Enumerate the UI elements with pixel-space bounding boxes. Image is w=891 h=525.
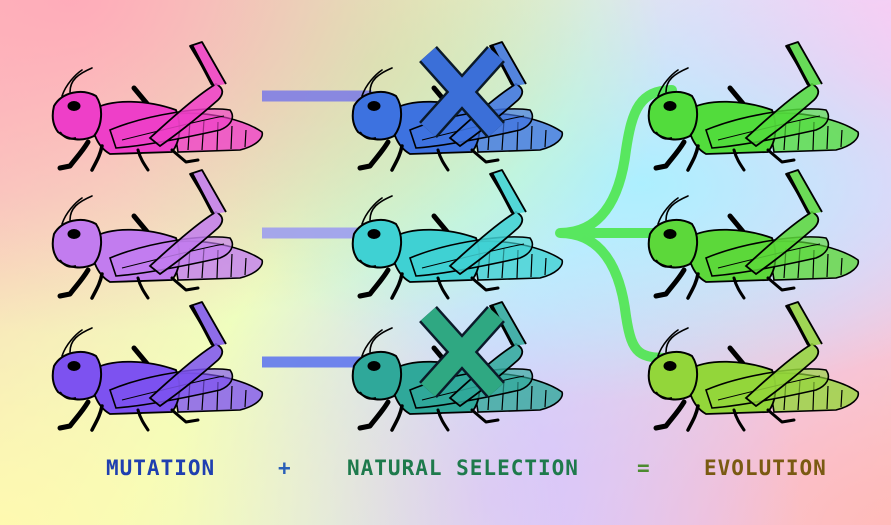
evolution-label: EVOLUTION (704, 456, 827, 480)
natural-selection-label: NATURAL SELECTION (347, 456, 579, 480)
grasshopper-offspring-2 (353, 170, 562, 298)
grasshopper-descendant-1 (649, 42, 858, 170)
grasshopper-descendant-2 (649, 170, 858, 298)
grasshopper-parent-3 (53, 302, 262, 430)
grasshopper-parent-1 (53, 42, 262, 170)
elimination-cross-icon (419, 45, 505, 139)
plus-sign: + (278, 456, 292, 480)
equals-sign: = (637, 456, 651, 480)
grasshopper-parent-2 (53, 170, 262, 298)
elimination-cross-icon (419, 305, 505, 399)
grasshopper-descendant-3 (649, 302, 858, 430)
mutation-label: MUTATION (106, 456, 216, 480)
